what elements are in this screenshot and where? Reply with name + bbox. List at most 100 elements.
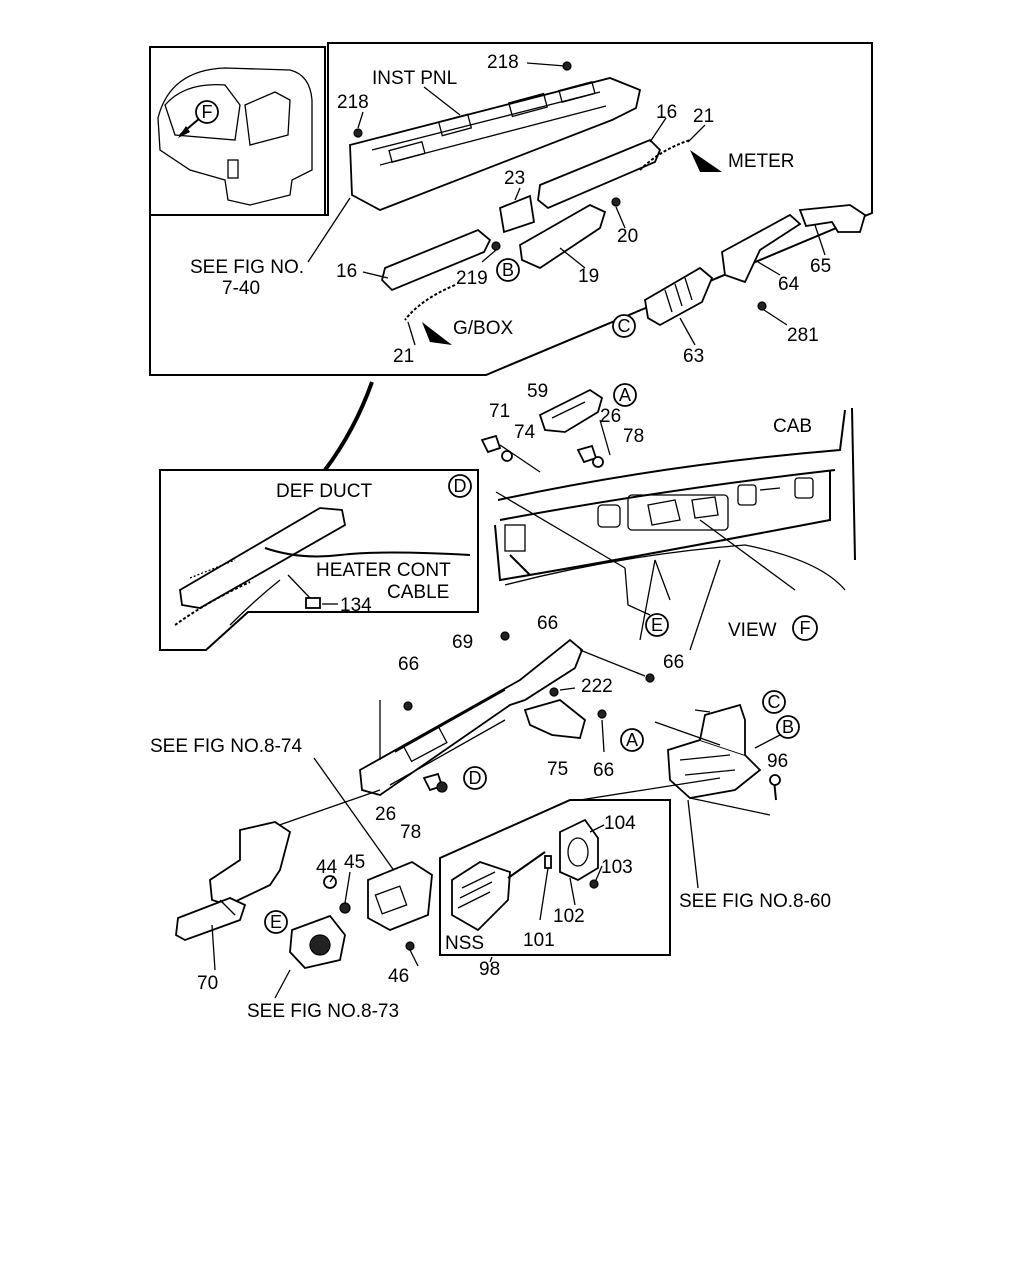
cab-slot-4 (794, 477, 814, 499)
part-70-detail (219, 899, 236, 916)
part-19-duct (519, 203, 607, 270)
label-78-lower: 78 (400, 822, 421, 843)
label-104: 104 (604, 813, 636, 834)
inst-panel-vent-1 (437, 113, 473, 137)
part-blower-motor-hub (309, 934, 331, 956)
callout-a-top-text: A (619, 385, 631, 405)
label-102: 102 (553, 906, 585, 927)
washer-74 (501, 450, 513, 462)
cab-center-opening (627, 494, 729, 531)
label-21-left: 21 (393, 346, 414, 367)
part-16-right-duct (537, 138, 662, 210)
label-see-fig-7-40-line2: 7-40 (222, 278, 260, 299)
callout-e-lower (264, 910, 288, 934)
bolt-96-head (769, 774, 781, 786)
label-66-left: 66 (398, 654, 419, 675)
inst-panel-frame (149, 42, 873, 376)
label-222: 222 (581, 676, 613, 697)
callout-c-top-text: C (618, 316, 631, 336)
duct-to-blower-line (264, 789, 381, 831)
label-inst-pnl: INST PNL (372, 68, 457, 89)
cab-inset-frame (149, 46, 326, 216)
washer-78-lower (436, 781, 448, 793)
label-see-fig-8-74: SEE FIG NO.8-74 (150, 736, 302, 757)
label-def-duct: DEF DUCT (276, 481, 372, 502)
lower-leaders (559, 649, 646, 753)
blower-leaders (274, 871, 419, 999)
callout-e-cab (645, 613, 669, 637)
label-70: 70 (197, 973, 218, 994)
cab-slot-3 (737, 484, 757, 506)
nss-inset-frame (439, 799, 671, 956)
leader-98 (489, 956, 493, 963)
callout-b-top-text: B (502, 260, 514, 280)
label-44: 44 (316, 857, 338, 878)
screw-66-right (645, 673, 655, 683)
cab-view-leaders (689, 519, 796, 651)
leader-d-cab (495, 491, 626, 569)
label-101: 101 (523, 930, 555, 951)
label-74: 74 (514, 422, 536, 443)
label-g-box: G/BOX (453, 318, 514, 339)
part-65 (798, 204, 867, 233)
inst-panel-vent-2 (508, 92, 548, 118)
label-66-right: 66 (663, 652, 684, 673)
nss-to-heater-line (579, 777, 721, 801)
cab-console-line (639, 559, 671, 641)
callout-c-lower-text: C (768, 692, 781, 712)
label-66-lower: 66 (593, 760, 614, 781)
label-69: 69 (452, 632, 473, 653)
label-219: 219 (456, 268, 488, 289)
cab-windshield (164, 84, 241, 141)
leader-see-fig-8-60 (687, 799, 699, 889)
def-duct-detail (189, 559, 236, 579)
gbox-arrowhead (422, 322, 452, 345)
callout-d-cab-text: D (454, 476, 467, 496)
callout-c-lower (762, 690, 786, 714)
part-70-flange (175, 897, 247, 941)
part-69-ridges (389, 689, 506, 786)
instrument-panel (349, 77, 642, 211)
label-26-lower: 26 (375, 804, 396, 825)
screw-46 (405, 941, 415, 951)
screw-66-top (500, 631, 510, 641)
leader-see-fig-8-74 (313, 757, 396, 873)
part-21-left-cable (404, 284, 456, 321)
leader-e-cab (624, 567, 651, 616)
label-26-top: 26 (600, 406, 621, 427)
label-view: VIEW (728, 620, 777, 641)
label-23: 23 (504, 168, 525, 189)
cab-slot-1 (504, 524, 526, 552)
part-63-ribs (664, 277, 693, 313)
cab-opening-duct-2 (691, 496, 719, 519)
part-16-left-duct (381, 228, 492, 292)
heater-cont-cable-line (264, 547, 471, 558)
label-see-fig-7-40-line1: SEE FIG NO. (190, 257, 304, 278)
label-103: 103 (601, 857, 633, 878)
cab-dash-line2 (499, 469, 836, 521)
cab-floor-line (504, 544, 846, 591)
inst-panel-vent-4 (388, 141, 426, 163)
cab-opening-duct-1 (647, 499, 681, 526)
label-cable: CABLE (387, 582, 449, 603)
label-134: 134 (340, 595, 372, 616)
leader-heater-cont (287, 574, 311, 599)
callout-a-lower (620, 728, 644, 752)
label-66-top: 66 (537, 613, 558, 634)
label-16-left: 16 (336, 261, 357, 282)
part-59-detail (551, 401, 586, 419)
label-20: 20 (617, 226, 638, 247)
screw-20 (611, 197, 621, 207)
callout-b-top (496, 258, 520, 282)
callout-b-lower-text: B (782, 717, 794, 737)
heater-unit-detail (679, 754, 736, 776)
def-duct-inset-frame (159, 469, 479, 651)
callout-b-lower (776, 715, 800, 739)
leader-70 (211, 924, 216, 971)
label-21-right: 21 (693, 106, 714, 127)
callout-d-lower-text: D (469, 768, 482, 788)
label-78-top: 78 (623, 426, 644, 447)
screw-222 (549, 687, 559, 697)
label-see-fig-8-60: SEE FIG NO.8-60 (679, 891, 831, 912)
cab-step (227, 159, 239, 179)
